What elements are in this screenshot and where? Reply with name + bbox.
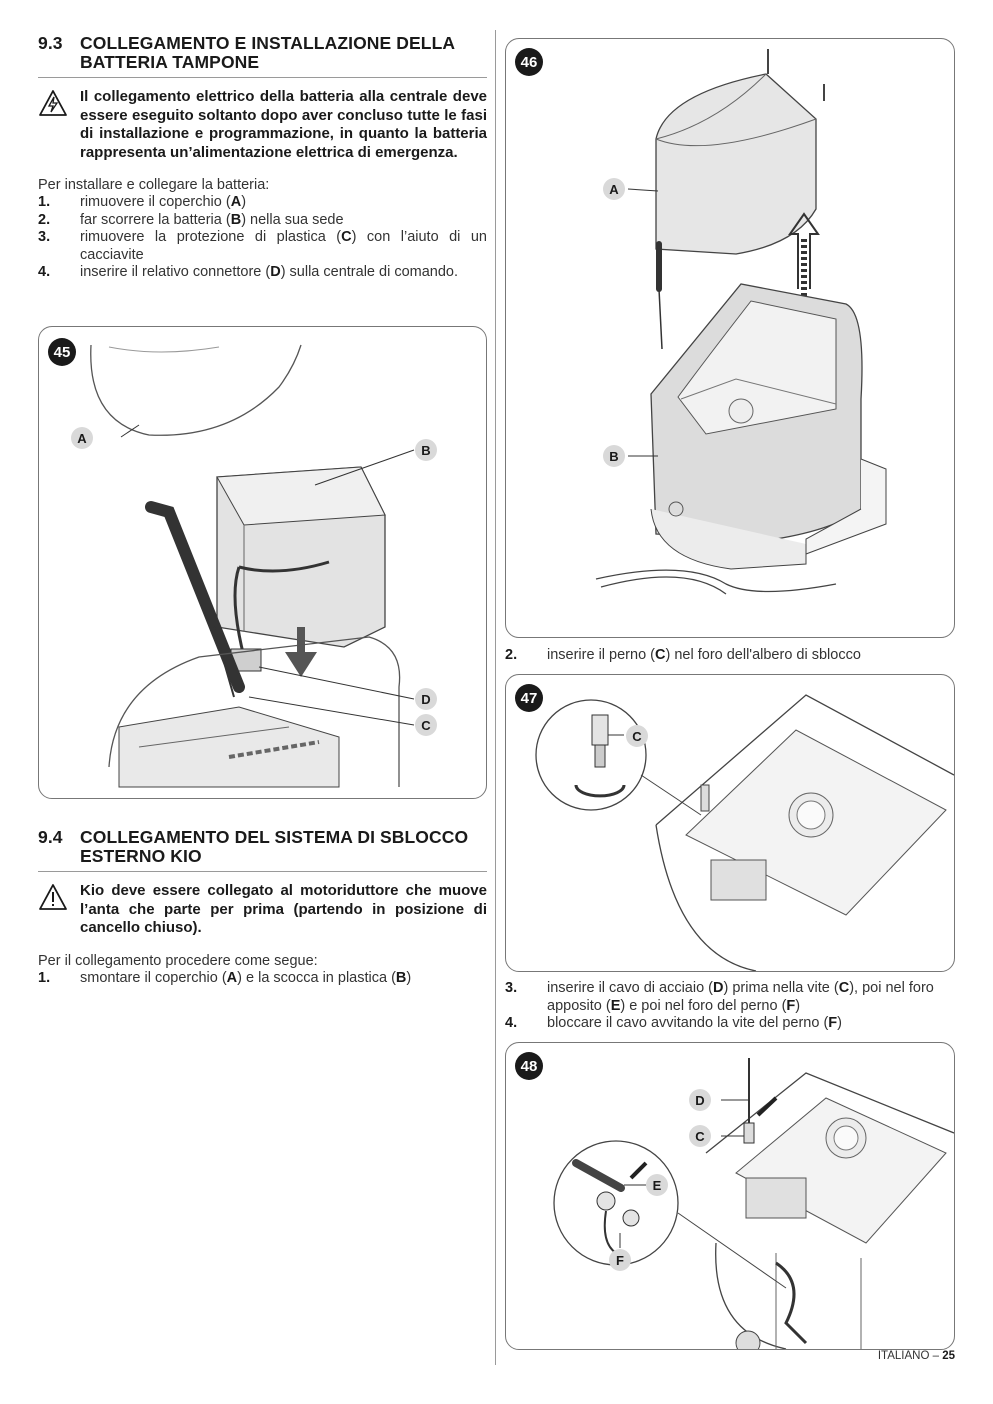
warning-text: Il collegamento elettrico della batteria… (80, 88, 487, 161)
callout-a: A (71, 427, 93, 449)
left-column: 9.3 COLLEGAMENTO E INSTALLAZIONE DELLA B… (38, 34, 487, 282)
callout-c: C (415, 714, 437, 736)
warning-block: Il collegamento elettrico della batteria… (38, 88, 487, 162)
list-item: 1. smontare il coperchio (A) e la scocca … (38, 970, 487, 988)
list-item: 2. inserire il perno (C) nel foro dell'al… (505, 647, 955, 665)
list-item: 1. rimuovere il coperchio (A) (38, 194, 487, 212)
list-item: 4. inserire il relativo connettore (D) su… (38, 264, 487, 282)
callout-b: B (603, 445, 625, 467)
steps-list: 1. smontare il coperchio (A) e la scocca … (38, 970, 487, 988)
step-number: 4. (505, 1015, 518, 1031)
list-item: 4. bloccare il cavo avvitando la vite del… (505, 1015, 955, 1033)
callout-c: C (689, 1125, 711, 1147)
intro-text: Per installare e collegare la batteria: (38, 177, 270, 193)
section-number: 9.3 (38, 33, 63, 53)
section-title: COLLEGAMENTO DEL SISTEMA DI SBLOCCO ESTE… (80, 827, 469, 866)
warning-text: Kio deve essere collegato al motoridutto… (80, 882, 487, 936)
battery-illustration (90, 344, 415, 788)
step-number: 2. (505, 647, 518, 663)
left-column-lower: 9.4 COLLEGAMENTO DEL SISTEMA DI SBLOCCO … (38, 828, 487, 987)
figure-number-badge: 47 (515, 684, 543, 712)
figure-47: 47 C (505, 674, 955, 972)
step-text: inserire il cavo di acciaio (D) prima ne… (547, 980, 934, 1014)
callout-f: F (609, 1249, 631, 1271)
warning-block: Kio deve essere collegato al motoridutto… (38, 882, 487, 938)
section-divider (38, 871, 487, 872)
footer-separator: – (929, 1350, 943, 1362)
steps-list: 1. rimuovere il coperchio (A) 2. far scorr… (38, 194, 487, 282)
callout-a: A (603, 178, 625, 200)
callout-d: D (415, 688, 437, 710)
cable-insertion-illustration (553, 1058, 954, 1349)
figure-48: 48 D C E F (505, 1042, 955, 1350)
page-footer: ITALIANO – 25 (878, 1350, 955, 1362)
intro-text: Per il collegamento procedere come segue… (38, 952, 318, 969)
step-text: bloccare il cavo avvitando la vite del p… (547, 1015, 842, 1031)
callout-c: C (626, 725, 648, 747)
step-2-block: 2. inserire il perno (C) nel foro dell'al… (505, 647, 955, 665)
list-item: 3. rimuovere la protezione di plastica (C… (38, 229, 487, 264)
section-title: COLLEGAMENTO E INSTALLAZIONE DELLA BATTE… (80, 33, 455, 72)
figure-46: 46 A B (505, 38, 955, 638)
callout-b: B (415, 439, 437, 461)
steps-3-4-block: 3. inserire il cavo di acciaio (D) prima … (505, 980, 955, 1033)
section-number: 9.4 (38, 827, 63, 847)
steps-list: 2. inserire il perno (C) nel foro dell'al… (505, 647, 955, 665)
step-number: 1. (38, 194, 51, 210)
step-number: 4. (38, 264, 51, 280)
figure-number-badge: 46 (515, 48, 543, 76)
figure-number-badge: 48 (515, 1052, 543, 1080)
general-warning-icon (38, 882, 80, 938)
list-item: 2. far scorrere la batteria (B) nella sua… (38, 212, 487, 230)
step-number: 3. (38, 229, 51, 245)
list-item: 3. inserire il cavo di acciaio (D) prima … (505, 980, 955, 1015)
step-number: 2. (38, 211, 51, 228)
step-number: 1. (38, 969, 51, 986)
step-text: smontare il coperchio (A) e la scocca in… (80, 969, 412, 986)
page-number: 25 (942, 1350, 955, 1362)
step-text: inserire il perno (C) nel foro dell'albe… (547, 647, 861, 663)
step-text: rimuovere la protezione di plastica (C) … (80, 229, 487, 263)
cover-removal-illustration (595, 49, 887, 595)
step-text: rimuovere il coperchio (A) (80, 194, 247, 210)
footer-language: ITALIANO (877, 1350, 930, 1362)
electric-warning-icon (38, 88, 80, 162)
steps-list: 3. inserire il cavo di acciaio (D) prima … (505, 980, 955, 1033)
pin-insertion-illustration (535, 694, 954, 971)
step-number: 3. (505, 980, 518, 996)
step-text: inserire il relativo connettore (D) sull… (80, 264, 459, 280)
figure-45: 45 A B D C (38, 326, 487, 799)
callout-e: E (646, 1174, 668, 1196)
section-9-3-heading: 9.3 COLLEGAMENTO E INSTALLAZIONE DELLA B… (38, 34, 487, 72)
callout-d: D (689, 1089, 711, 1111)
section-divider (38, 77, 487, 78)
column-divider (495, 30, 496, 1365)
step-text: far scorrere la batteria (B) nella sua s… (80, 211, 344, 228)
section-9-4-heading: 9.4 COLLEGAMENTO DEL SISTEMA DI SBLOCCO … (38, 828, 487, 866)
figure-number-badge: 45 (48, 338, 76, 366)
